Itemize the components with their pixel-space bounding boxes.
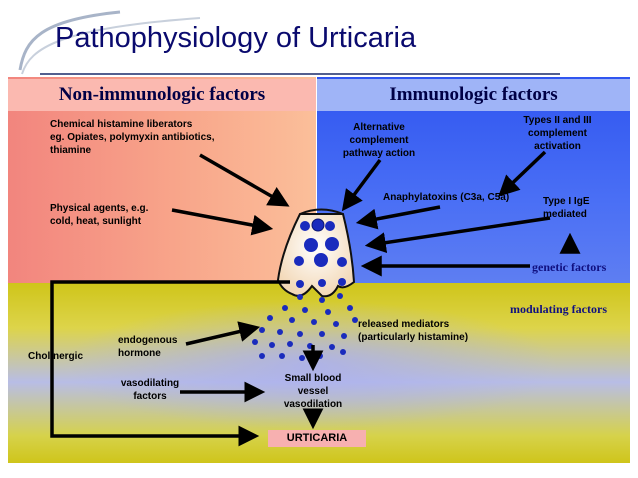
mast-cell xyxy=(276,208,356,298)
chemical-label-line2: eg. Opiates, polymyxin antibiotics, xyxy=(50,132,215,143)
arrows xyxy=(50,150,581,447)
physical-label-line2: cold, heat, sunlight xyxy=(50,216,142,227)
released-label-line1: released mediators xyxy=(358,319,450,330)
arrow-chemical xyxy=(199,153,290,207)
title-bar: Pathophysiology of Urticaria xyxy=(0,0,638,78)
small-vessel-label-line2: vessel xyxy=(297,386,329,397)
small-vessel-label-line1: Small blood xyxy=(284,373,342,384)
chemical-label-line1: Chemical histamine liberators xyxy=(50,119,193,130)
arrow-cholinergic xyxy=(50,280,290,447)
types-label-line1: Types II and III xyxy=(523,115,592,126)
arrow-types xyxy=(498,150,547,197)
endogenous-label-line2: hormone xyxy=(118,348,161,359)
chemical-label-line3: thiamine xyxy=(50,145,92,156)
title-swoosh xyxy=(18,10,560,75)
ige-label-line2: mediated xyxy=(543,209,587,220)
alternative-label-line1: Alternative xyxy=(353,122,405,133)
arrow-endogenous xyxy=(185,321,261,346)
header-non-immunologic: Non-immunologic factors xyxy=(8,79,316,111)
arrow-physical xyxy=(171,208,274,236)
non-immunologic-panel xyxy=(8,77,316,283)
released-granules xyxy=(252,293,358,361)
small-vessel-label-line3: vasodilation xyxy=(283,399,343,410)
types-label-line2: complement xyxy=(528,128,587,139)
physical-label-line1: Physical agents, e.g. xyxy=(50,203,149,214)
endogenous-label-line1: endogenous xyxy=(118,335,178,346)
urticaria-box: URTICARIA xyxy=(268,430,366,447)
header-immunologic: Immunologic factors xyxy=(317,79,630,111)
released-label-line2: (particularly histamine) xyxy=(358,332,469,343)
anaphylatoxins-label: Anaphylatoxins (C3a, C5a) xyxy=(383,192,510,203)
types-label-line3: activation xyxy=(534,141,581,152)
cholinergic-label: Cholinergic xyxy=(28,351,84,362)
modulating-factors-label: modulating factors xyxy=(510,302,607,316)
page-title: Pathophysiology of Urticaria xyxy=(55,22,417,54)
arrow-anaphylatoxins xyxy=(355,205,441,230)
arrow-alternative xyxy=(341,158,382,212)
ige-label-line1: Type I IgE xyxy=(543,196,590,207)
genetic-factors-label: genetic factors xyxy=(532,260,607,274)
vasodilating-label-line1: vasodilating xyxy=(120,378,180,389)
alternative-label-line3: pathway action xyxy=(342,148,416,159)
alternative-label-line2: complement xyxy=(349,135,409,146)
vasodilating-label-line2: factors xyxy=(133,391,167,402)
arrow-ige xyxy=(364,216,551,254)
